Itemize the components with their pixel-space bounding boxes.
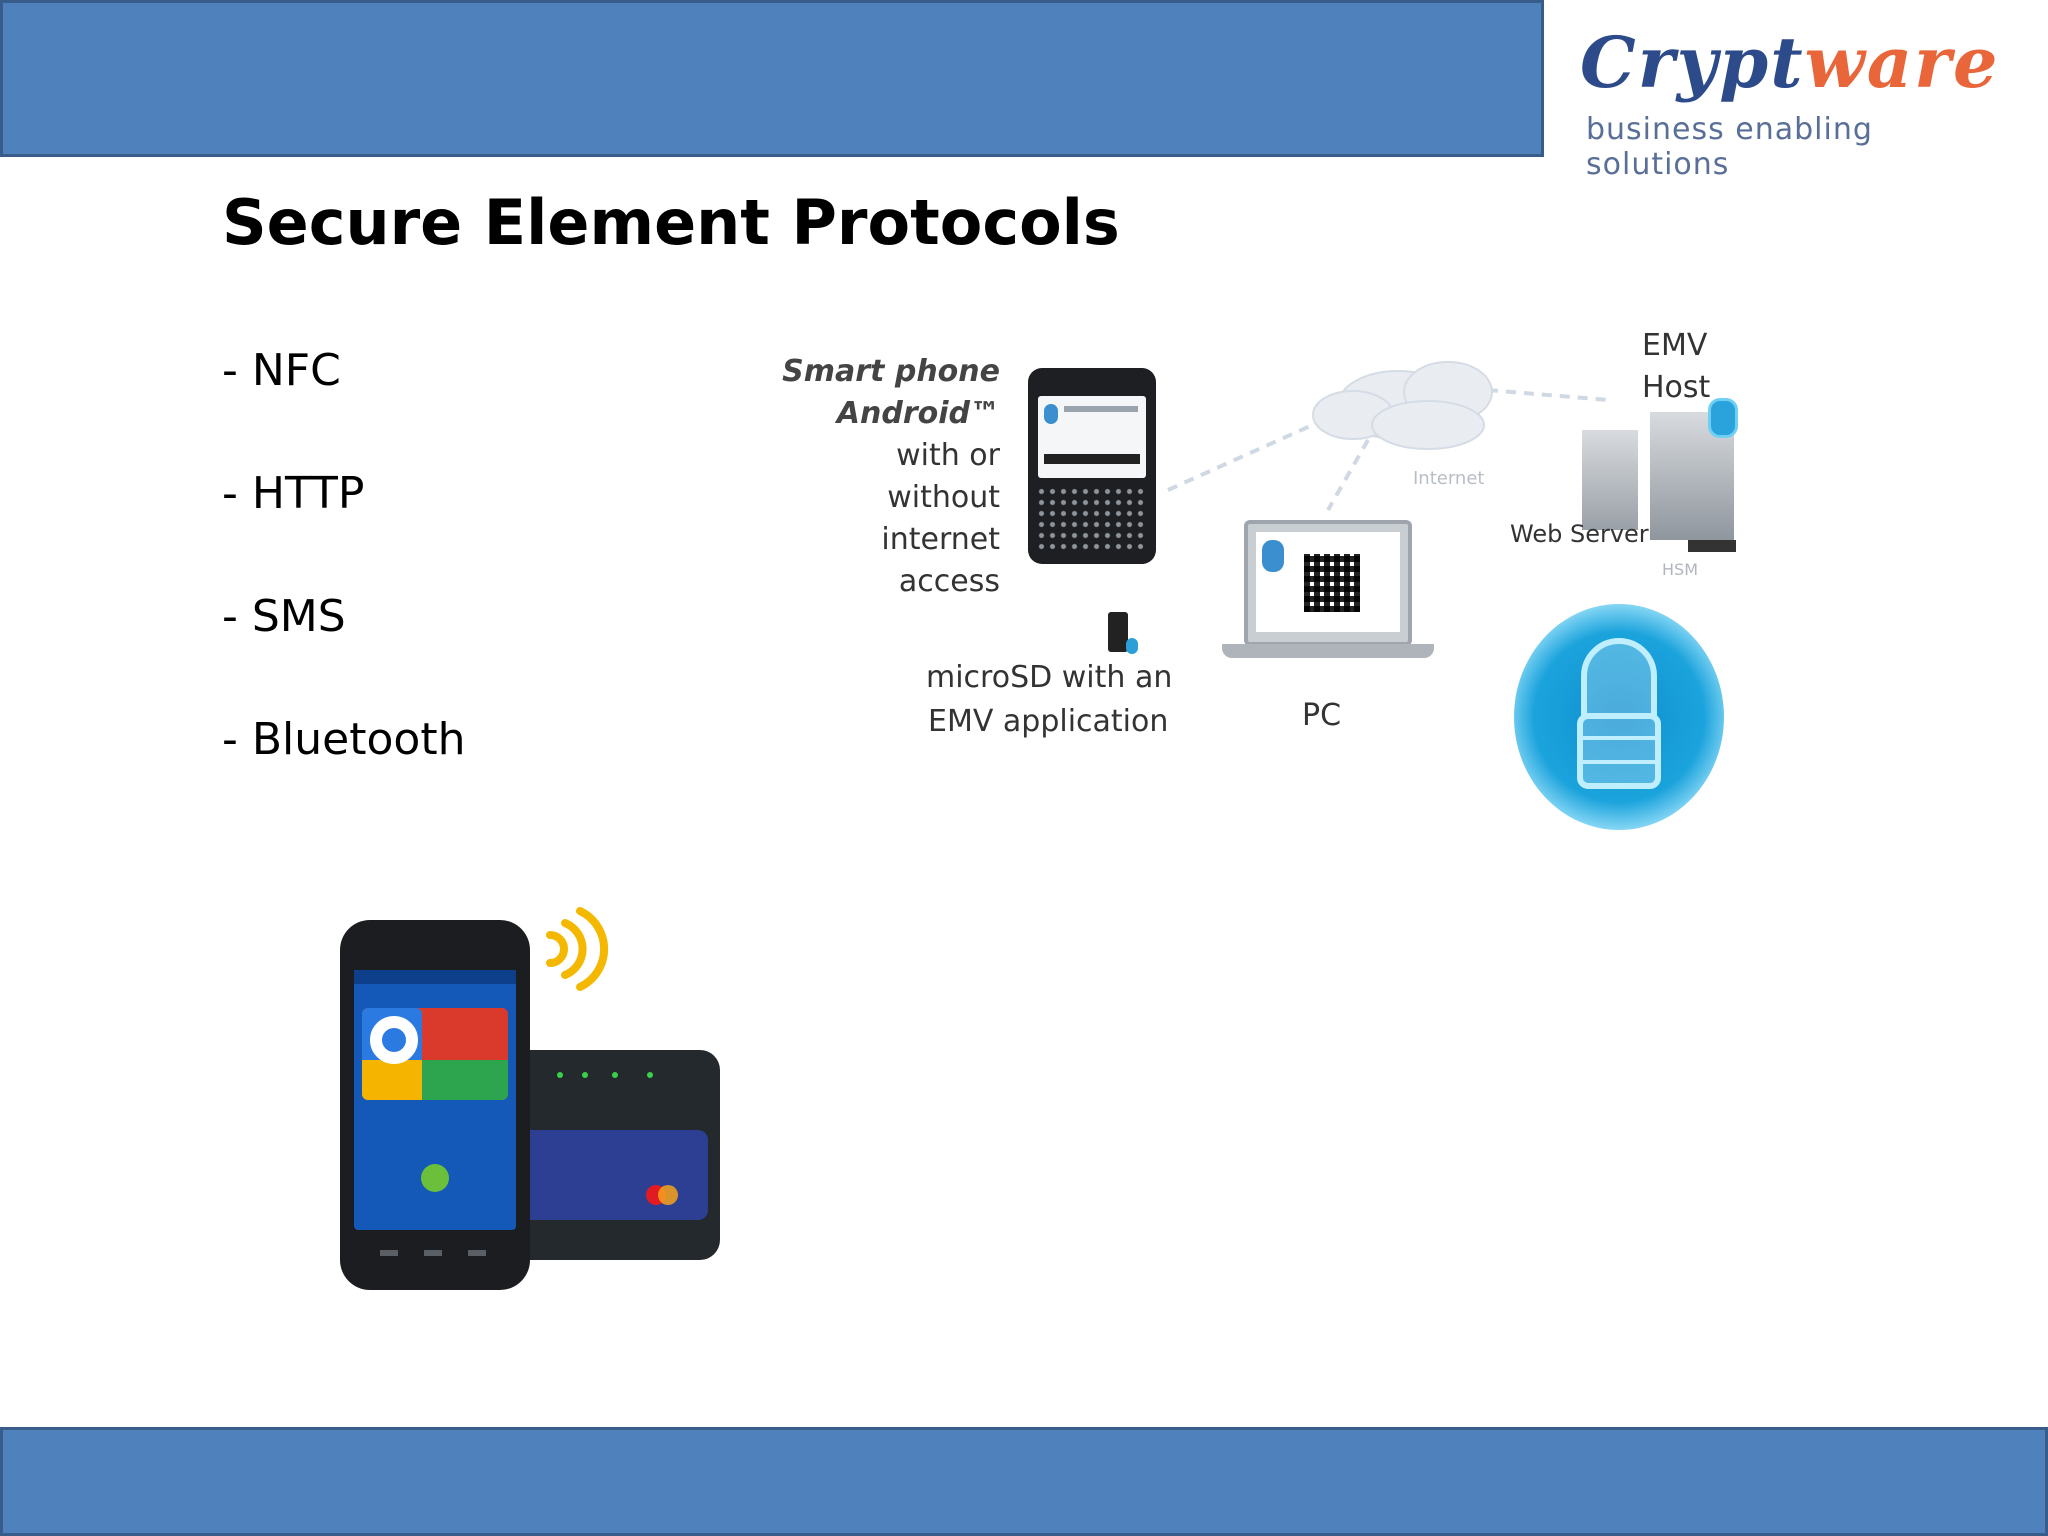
protocol-list: - NFC - HTTP - SMS - Bluetooth <box>222 336 465 828</box>
smartphone-keyboard <box>1036 486 1148 554</box>
secure-element-diagram: Smart phone Android™ with or without int… <box>782 320 1768 840</box>
web-server <box>1582 430 1638 530</box>
microsd-card <box>1108 612 1128 652</box>
emv-host-shield-icon <box>1708 398 1738 438</box>
cryptware-logo: Cryptware business enabling solutions <box>1568 20 2008 183</box>
laptop-screen <box>1256 532 1400 632</box>
microsd-badge <box>1126 638 1138 654</box>
smartphone-label-line: access <box>898 564 1000 599</box>
nfc-payment-graphic <box>340 907 720 1290</box>
smartphone-label-line: with or <box>896 438 1000 473</box>
nfc-wave-icon <box>546 907 609 991</box>
smartphone-label-line: Android™ <box>836 396 1000 431</box>
laptop-base <box>1222 644 1434 658</box>
network-links <box>1167 361 1609 511</box>
smartphone-label-line: Smart phone <box>782 354 1000 389</box>
logo-wordmark-ware: ware <box>1804 21 2000 104</box>
nfc-payment-illustration <box>320 890 740 1310</box>
microsd-label-line: microSD with an <box>926 660 1173 695</box>
hsm-label: HSM <box>1662 560 1698 579</box>
web-server-label: Web Server <box>1510 520 1649 548</box>
logo-wordmark-crypt: Crypt <box>1580 21 1805 104</box>
pc-label: PC <box>1302 698 1342 733</box>
hsm-device <box>1688 540 1736 552</box>
laptop-device <box>1244 520 1412 646</box>
reader-panel <box>508 1130 708 1220</box>
internet-cloud <box>1312 361 1493 450</box>
emv-host-label: EMV <box>1642 328 1708 363</box>
protocol-item-bluetooth: - Bluetooth <box>222 714 466 765</box>
logo-wordmark: Cryptware <box>1580 28 2000 98</box>
header-band <box>0 0 1544 157</box>
footer-band <box>0 1427 2048 1536</box>
microsd-label-line: EMV application <box>928 704 1169 739</box>
qr-code <box>1304 554 1360 612</box>
slide-title: Secure Element Protocols <box>222 186 1120 259</box>
secure-lock-icon <box>1514 604 1724 830</box>
emv-host-label: Host <box>1642 370 1711 405</box>
smartphone-screen <box>1038 396 1146 478</box>
internet-label: Internet <box>1413 468 1485 489</box>
protocol-item-nfc: - NFC <box>222 345 341 396</box>
logo-wordmark-text: Cryptware <box>1580 21 2000 104</box>
protocol-item-http: - HTTP <box>222 468 365 519</box>
protocol-item-sms: - SMS <box>222 591 346 642</box>
smartphone-label-line: without <box>887 480 1000 515</box>
smartphone-label-line: internet <box>881 522 1000 557</box>
smartphone-device <box>1028 368 1156 564</box>
logo-tagline: business enabling solutions <box>1586 112 1873 182</box>
